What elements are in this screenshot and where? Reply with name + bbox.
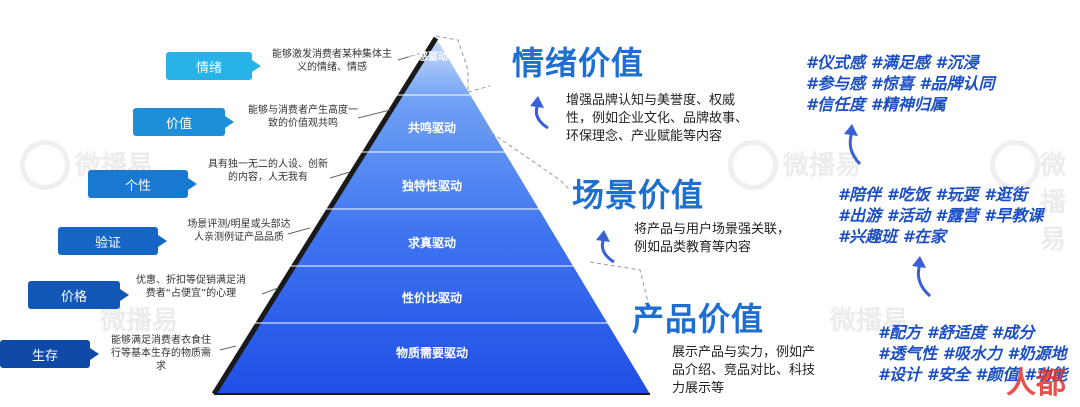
arrow-tags-scene-head-icon	[912, 256, 926, 268]
watermark-logo-icon	[20, 140, 70, 190]
callout-survival-label: 生存	[31, 348, 58, 364]
tags-scene-line: #陪伴 #吃饭 #玩耍 #逛街	[838, 185, 1028, 204]
desc-personality: 具有独一无二的人设、创新的内容，人无我有	[208, 159, 328, 183]
title-emotion-value: 情绪价值	[512, 44, 645, 82]
watermark-text: 微播易	[783, 151, 862, 181]
callout-value: 价值	[133, 108, 234, 136]
connector-lines	[219, 51, 426, 351]
bracket-scene	[479, 124, 571, 191]
tier-label-uniqueness: 独特性驱动	[401, 179, 462, 193]
tags-product-line: #设计 #安全 #颜值 #功能	[878, 365, 1068, 384]
callout-personality: 个性	[88, 170, 197, 198]
callout-emotion-label: 情绪	[195, 60, 222, 76]
desc-verification: 场景评测/明星或头部达人亲测例证产品品质	[187, 219, 291, 243]
tags-emotion-line: #信任度 #精神归属	[806, 95, 946, 114]
tags-emotion: #仪式感 #满足感 #沉浸 #参与感 #惊喜 #品牌认同 #信任度 #精神归属	[806, 52, 995, 115]
pyramid-dividers	[240, 94, 610, 324]
callout-value-label: 价值	[165, 116, 192, 132]
callout-verification: 验证	[58, 227, 167, 255]
desc-scene-value: 将产品与用户场景强关联，例如品类教育等内容	[634, 222, 791, 255]
title-product-value: 产品价值	[632, 300, 765, 338]
arrow-emotion-head-icon	[530, 96, 544, 108]
callout-price-label: 价格	[60, 289, 87, 305]
callout-personality-label: 个性	[124, 178, 151, 194]
tags-product: #配方 #舒适度 #成分 #透气性 #吸水力 #奶源地 #设计 #安全 #颜值 …	[878, 322, 1067, 385]
tier-label-resonance: 共鸣驱动	[407, 121, 456, 135]
tier-label-emotion: 情感驱动	[408, 52, 448, 63]
watermark-text: 微播易	[1040, 151, 1067, 255]
arrow-tags-scene-icon	[916, 263, 932, 298]
pyramid-left-edge	[211, 36, 439, 396]
watermark-logo-icon	[990, 140, 1040, 190]
desc-product-value: 展示产品与实力，例如产品介绍、竞品对比、科技力展示等	[672, 345, 816, 396]
watermark-text: 微播易	[830, 306, 909, 336]
watermark-text: 微播易	[100, 306, 179, 336]
callout-verification-label: 验证	[94, 235, 121, 251]
tags-emotion-line: #参与感 #惊喜 #品牌认同	[806, 74, 995, 93]
title-scene-value: 场景价值	[572, 176, 705, 214]
desc-emotion-value: 增强品牌认知与美誉度、权威性，例如企业文化、品牌故事、环保理念、产业赋能等内容	[566, 93, 749, 144]
bracket-emotion-arm	[467, 85, 491, 93]
tier-label-value-for-money: 性价比驱动	[401, 291, 462, 305]
arrow-scene-head-icon	[596, 230, 610, 242]
pyramid-body	[214, 38, 650, 394]
tags-emotion-line: #仪式感 #满足感 #沉浸	[806, 53, 979, 72]
arrow-tags-emotion-icon	[848, 131, 862, 166]
tags-scene-line: #兴趣班 #在家	[838, 227, 946, 246]
desc-price: 优惠、折扣等促销满足消费者“占便宜”的心理	[136, 275, 246, 299]
bracket-product	[589, 261, 651, 311]
tags-scene: #陪伴 #吃饭 #玩耍 #逛街 #出游 #活动 #露营 #早教课 #兴趣班 #在…	[838, 184, 1043, 247]
watermark-logo-icon	[728, 140, 778, 190]
tags-scene-line: #出游 #活动 #露营 #早教课	[838, 206, 1044, 225]
callout-survival: 生存	[0, 340, 99, 368]
bracket-emotion	[435, 35, 469, 92]
desc-value: 能够与消费者产生高度一致的价值观共鸣	[248, 105, 358, 129]
tier-label-truth: 求真驱动	[407, 236, 456, 250]
tier-label-material-needs: 物质需要驱动	[395, 346, 468, 360]
corner-logo: 人都	[1006, 366, 1066, 401]
callout-emotion: 情绪	[166, 52, 261, 80]
arrow-tags-emotion-head-icon	[844, 124, 858, 136]
desc-survival: 能够满足消费者衣食住行等基本生存的物质需求	[111, 335, 211, 372]
callout-price: 价格	[28, 281, 129, 309]
tags-product-line: #透气性 #吸水力 #奶源地	[878, 344, 1067, 363]
desc-emotion: 能够激发消费者某种集体主义的情绪、情感	[272, 49, 392, 73]
tags-product-line: #配方 #舒适度 #成分	[878, 323, 1035, 342]
